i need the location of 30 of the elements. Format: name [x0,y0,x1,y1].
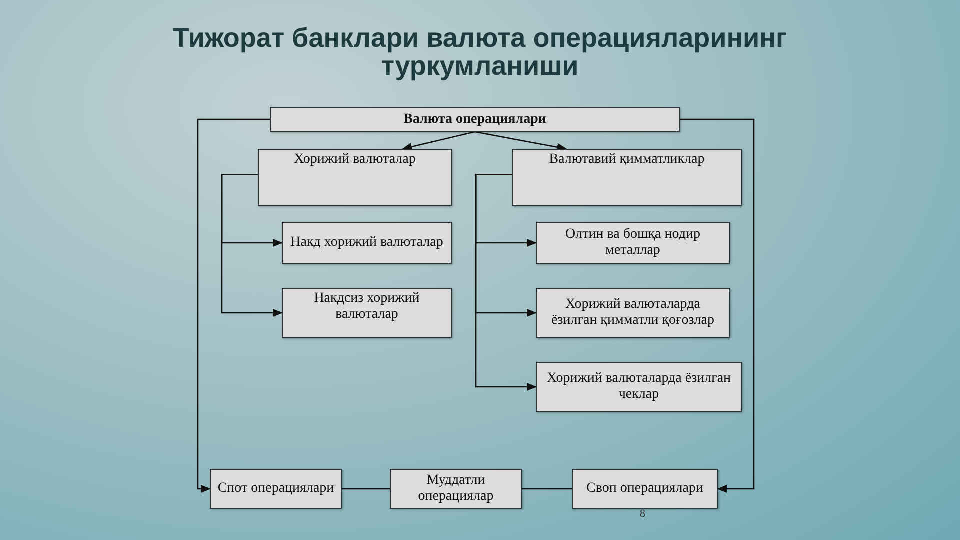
category-box [282,222,452,264]
category-box [572,469,718,509]
category-box [258,149,452,206]
box-label: Олтин ва бошқа нодир металлар [564,227,702,259]
box-label: Муддатли операциялар [417,473,495,505]
category-box [512,149,742,206]
category-box [282,288,452,338]
connector-arrow [197,118,270,493]
page-number: 8 [640,508,646,520]
slide-title: Тижорат банклари валюта операцияларининг туркумланиши [172,24,788,80]
category-box [390,469,522,509]
box-label: Своп операциялари [586,481,704,497]
connector-arrow [221,174,283,317]
box-label: Хорижий валюталарда ёзилган қимматли қоғозлар [550,297,716,329]
category-box [536,222,730,264]
connector-arrow [402,131,476,151]
connector-arrow [474,131,568,152]
box-label: Спот операциялари [218,481,334,497]
box-label: Валютавий қимматликлар [549,152,705,168]
connector-arrow [680,118,755,493]
category-box [270,107,680,132]
category-box [536,362,742,412]
box-label: Хорижий валюталар [294,152,416,168]
box-label: Хорижий валюталарда ёзилган чеклар [546,371,732,403]
category-box [536,288,730,338]
box-label: Накд хорижий валюталар [290,235,444,251]
box-label: Накдсиз хорижий валюталар [313,291,421,323]
box-label: Валюта операциялари [404,112,546,128]
connector-arrow [475,174,537,391]
category-box [210,469,342,509]
